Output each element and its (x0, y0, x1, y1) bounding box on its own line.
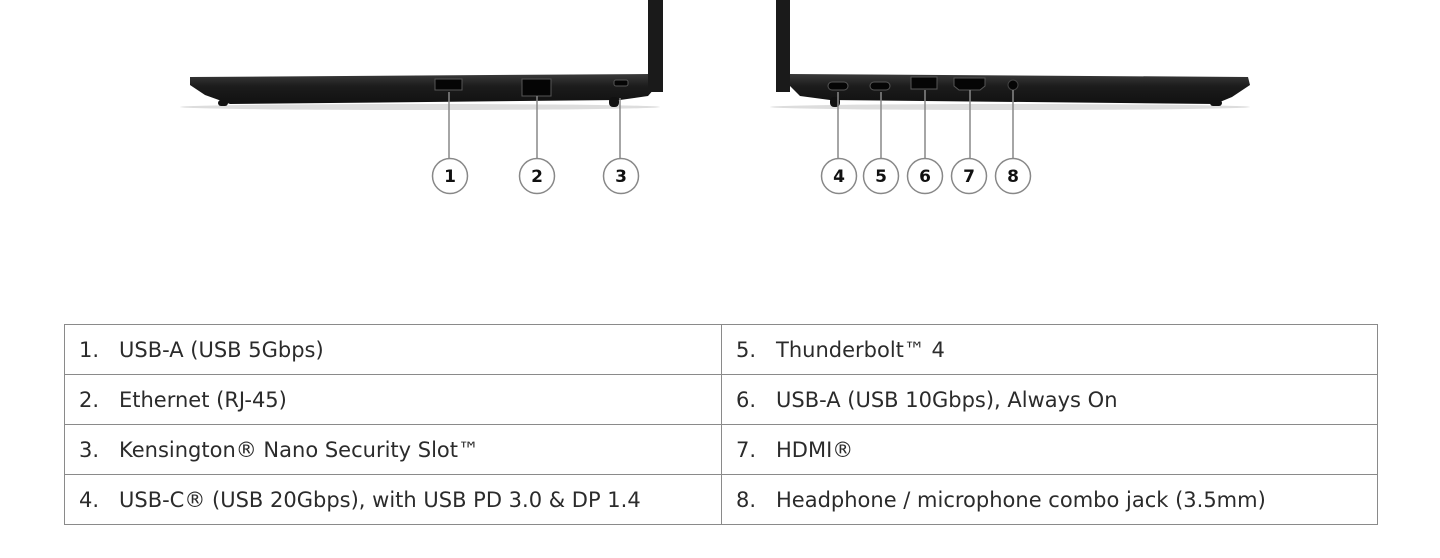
table-row: 4. USB-C® (USB 20Gbps), with USB PD 3.0 &… (64, 474, 1378, 525)
usb-a-port-icon (434, 78, 463, 91)
item-number: 6. (736, 387, 757, 412)
callout-2 (518, 157, 556, 195)
callout-7 (950, 157, 988, 195)
audio-jack-icon (1007, 79, 1019, 91)
item-label: Thunderbolt™ 4 (776, 337, 945, 362)
item-label: Headphone / microphone combo jack (3.5mm… (776, 487, 1266, 512)
item-number: 1. (79, 337, 100, 362)
item-label: HDMI® (776, 437, 854, 462)
ethernet-port-icon (521, 78, 552, 97)
port-item-1: 1. USB-A (USB 5Gbps) (64, 324, 722, 375)
item-label: USB-A (USB 5Gbps) (119, 337, 324, 362)
item-number: 8. (736, 487, 757, 512)
item-label: USB-A (USB 10Gbps), Always On (776, 387, 1118, 412)
thunderbolt-port-icon (869, 81, 891, 91)
callout-number: 5 (875, 167, 887, 187)
item-number: 3. (79, 437, 100, 462)
callout-number: 8 (1007, 167, 1019, 187)
callout-8 (994, 157, 1032, 195)
laptop-left-side-view (180, 0, 663, 110)
hdmi-port-icon (953, 77, 986, 91)
port-item-3: 3. Kensington® Nano Security Slot™ (64, 424, 722, 475)
item-number: 2. (79, 387, 100, 412)
port-item-6: 6. USB-A (USB 10Gbps), Always On (721, 374, 1378, 425)
callout-number: 1 (444, 167, 456, 187)
item-label: USB-C® (USB 20Gbps), with USB PD 3.0 & D… (119, 487, 641, 512)
port-item-2: 2. Ethernet (RJ-45) (64, 374, 722, 425)
callout-3 (602, 157, 640, 195)
callout-number: 4 (833, 167, 845, 187)
port-item-7: 7. HDMI® (721, 424, 1378, 475)
callout-number: 6 (919, 167, 931, 187)
callout-number: 7 (963, 167, 975, 187)
port-item-5: 5. Thunderbolt™ 4 (721, 324, 1378, 375)
port-item-4: 4. USB-C® (USB 20Gbps), with USB PD 3.0 &… (64, 474, 722, 525)
item-label: Kensington® Nano Security Slot™ (119, 437, 480, 462)
item-number: 4. (79, 487, 100, 512)
item-number: 5. (736, 337, 757, 362)
table-row: 3. Kensington® Nano Security Slot™ 7. HDMI… (64, 424, 1378, 475)
laptop-ports-diagram: 1 2 3 4 5 6 7 8 (180, 0, 1250, 195)
callout-4 (820, 157, 858, 195)
usb-c-port-icon (827, 81, 849, 91)
callout-5 (862, 157, 900, 195)
callout-number: 2 (531, 167, 543, 187)
table-row: 1. USB-A (USB 5Gbps) 5. Thunderbolt™ 4 (64, 324, 1378, 375)
item-number: 7. (736, 437, 757, 462)
callout-number: 3 (615, 167, 627, 187)
laptop-right-side-view (770, 0, 1250, 110)
usb-a-port-icon (910, 76, 938, 90)
table-row: 2. Ethernet (RJ-45) 6. USB-A (USB 10Gbps),… (64, 374, 1378, 425)
ports-legend-table: 1. USB-A (USB 5Gbps) 5. Thunderbolt™ 4 2. E… (64, 324, 1378, 525)
port-item-8: 8. Headphone / microphone combo jack (3.5… (721, 474, 1378, 525)
item-label: Ethernet (RJ-45) (119, 387, 287, 412)
security-slot-icon (613, 79, 629, 87)
callout-1 (431, 157, 469, 195)
callout-6 (906, 157, 944, 195)
